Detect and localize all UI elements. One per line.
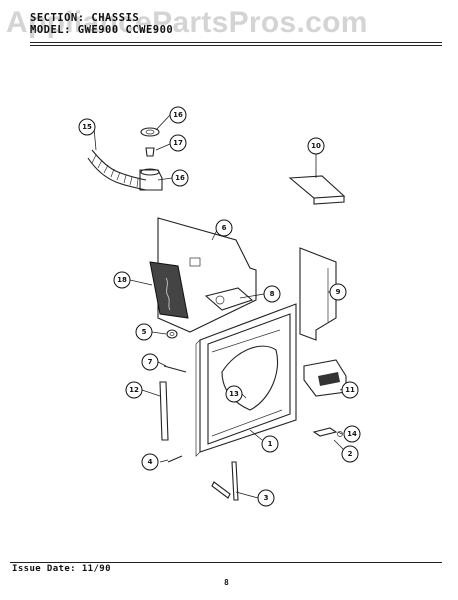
callout-6: 6 xyxy=(215,219,233,237)
page-number: 8 xyxy=(224,578,229,587)
svg-text:10: 10 xyxy=(311,142,321,150)
svg-text:16: 16 xyxy=(173,111,183,119)
callout-11: 11 xyxy=(341,381,359,399)
part-14-2-clips xyxy=(312,427,343,437)
part-10-bracket xyxy=(288,175,346,205)
svg-text:17: 17 xyxy=(173,139,183,147)
part-5-nut xyxy=(166,329,178,339)
svg-text:7: 7 xyxy=(148,358,153,366)
header-rule-bottom xyxy=(30,45,442,46)
svg-text:15: 15 xyxy=(82,123,92,131)
section-label: SECTION: CHASSIS xyxy=(30,12,140,24)
svg-text:8: 8 xyxy=(270,290,275,298)
part-1-chassis-frame xyxy=(195,303,297,457)
svg-text:5: 5 xyxy=(142,328,147,336)
callout-8: 8 xyxy=(263,285,281,303)
svg-text:1: 1 xyxy=(268,440,273,448)
part-4-screw xyxy=(167,455,183,463)
callout-12: 12 xyxy=(125,381,143,399)
callout-15: 15 xyxy=(78,118,96,136)
svg-text:11: 11 xyxy=(345,386,355,394)
leader-lines xyxy=(93,114,347,499)
callout-16-bottom: 16 xyxy=(171,169,189,187)
svg-text:12: 12 xyxy=(129,386,139,394)
page-header: SECTION: CHASSIS MODEL: GWE900 CCWE900 xyxy=(30,12,440,36)
part-9-side-panel xyxy=(299,247,337,341)
model-label: MODEL: GWE900 CCWE900 xyxy=(30,24,174,36)
part-16-17-pump xyxy=(139,127,163,191)
callout-3: 3 xyxy=(257,489,275,507)
callout-5: 5 xyxy=(135,323,153,341)
part-7-screw xyxy=(163,365,187,373)
callout-4: 4 xyxy=(141,453,159,471)
callout-1: 1 xyxy=(261,435,279,453)
part-3-legs xyxy=(211,461,239,501)
svg-text:16: 16 xyxy=(175,174,185,182)
part-6-rear-panel xyxy=(157,217,257,333)
callout-7: 7 xyxy=(141,353,159,371)
part-8-motor-mount xyxy=(204,287,254,311)
callout-18: 18 xyxy=(113,271,131,289)
callout-17: 17 xyxy=(169,134,187,152)
svg-text:2: 2 xyxy=(348,450,353,458)
svg-text:4: 4 xyxy=(148,458,153,466)
svg-text:14: 14 xyxy=(347,430,357,438)
part-11-control-bracket xyxy=(303,359,347,397)
header-rule-top xyxy=(30,42,442,43)
svg-text:18: 18 xyxy=(117,276,127,284)
svg-text:3: 3 xyxy=(264,494,269,502)
callout-13: 13 xyxy=(225,385,243,403)
part-12-strip xyxy=(159,381,169,441)
svg-text:6: 6 xyxy=(222,224,227,232)
footer-rule xyxy=(10,562,442,563)
callout-10: 10 xyxy=(307,137,325,155)
svg-text:9: 9 xyxy=(336,288,341,296)
callout-14: 14 xyxy=(343,425,361,443)
issue-date: Issue Date: 11/90 xyxy=(12,564,111,574)
callout-9: 9 xyxy=(329,283,347,301)
part-15-hose xyxy=(87,149,147,191)
callout-2: 2 xyxy=(341,445,359,463)
svg-text:13: 13 xyxy=(229,390,239,398)
callout-16-top: 16 xyxy=(169,106,187,124)
part-18-insulation xyxy=(149,261,189,319)
